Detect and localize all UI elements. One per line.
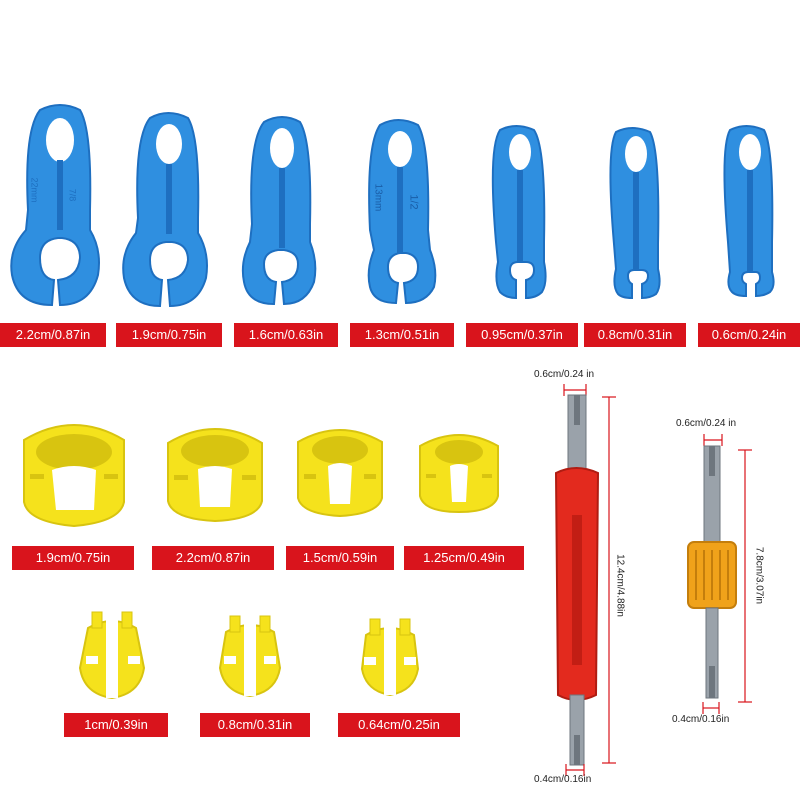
blue-tool-3-size-label: 1.6cm/0.63in	[234, 323, 338, 347]
yellow-ring-large-2-size-label: 2.2cm/0.87in	[152, 546, 274, 570]
blue-tool-7-size-label: 0.6cm/0.24in	[698, 323, 800, 347]
yellow-clip-small-1	[78, 611, 146, 700]
blue-tool-1	[10, 104, 100, 307]
blue-tool-2	[122, 112, 208, 308]
blue-tool-4-mark-in: 1/2	[407, 194, 420, 210]
yellow-ring-large-1	[23, 424, 125, 528]
blue-tool-3	[241, 116, 317, 306]
small-valve-top-width-line	[703, 434, 723, 446]
yellow-clip-small-2-size-label: 0.8cm/0.31in	[200, 713, 310, 737]
large-valve-top-width-label: 0.6cm/0.24 in	[534, 369, 595, 380]
blue-tool-6-size-label: 0.8cm/0.31in	[584, 323, 686, 347]
large-valve-top-width-line	[563, 384, 587, 396]
blue-tool-4-size-label: 1.3cm/0.51in	[350, 323, 454, 347]
large-valve-length-label: 12.4cm/4.88in	[614, 554, 626, 617]
yellow-ring-large-3-size-label: 1.5cm/0.59in	[286, 546, 394, 570]
yellow-ring-large-3	[297, 429, 383, 518]
small-valve-length-label: 7.8cm/3.07in	[753, 546, 765, 605]
blue-tool-4	[367, 119, 437, 305]
blue-tool-1-size-label: 2.2cm/0.87in	[0, 323, 106, 347]
small-valve-top-width-label: 0.6cm/0.24 in	[676, 418, 737, 429]
blue-tool-5-size-label: 0.95cm/0.37in	[466, 323, 578, 347]
yellow-ring-large-1-size-label: 1.9cm/0.75in	[12, 546, 134, 570]
large-valve-bottom-width-line	[565, 764, 585, 776]
large-valve-length-line	[602, 396, 616, 764]
blue-tool-7	[723, 125, 775, 298]
yellow-ring-large-2	[167, 428, 263, 523]
large-valve-bottom-width-label: 0.4cm/0.16in	[534, 774, 592, 785]
yellow-ring-large-4-size-label: 1.25cm/0.49in	[404, 546, 524, 570]
blue-tool-2-size-label: 1.9cm/0.75in	[116, 323, 222, 347]
yellow-clip-small-3-size-label: 0.64cm/0.25in	[338, 713, 460, 737]
small-valve-length-line	[738, 449, 752, 703]
small-valve-bottom-width-label: 0.4cm/0.16in	[672, 714, 730, 725]
blue-tool-1-mark-in: 7/8	[67, 188, 78, 202]
small-valve-bottom-width-line	[702, 702, 720, 714]
yellow-clip-small-1-size-label: 1cm/0.39in	[64, 713, 168, 737]
yellow-ring-large-4	[419, 434, 499, 514]
yellow-clip-small-3	[360, 618, 420, 697]
blue-tool-6	[609, 127, 661, 300]
blue-tool-1-mark-mm: 22mm	[29, 177, 40, 203]
large-valve-core-tool	[554, 394, 600, 766]
blue-tool-4-mark-mm: 13mm	[372, 183, 384, 212]
yellow-clip-small-2	[218, 615, 282, 698]
blue-tool-5	[491, 125, 547, 300]
small-valve-core-tool	[687, 445, 737, 699]
